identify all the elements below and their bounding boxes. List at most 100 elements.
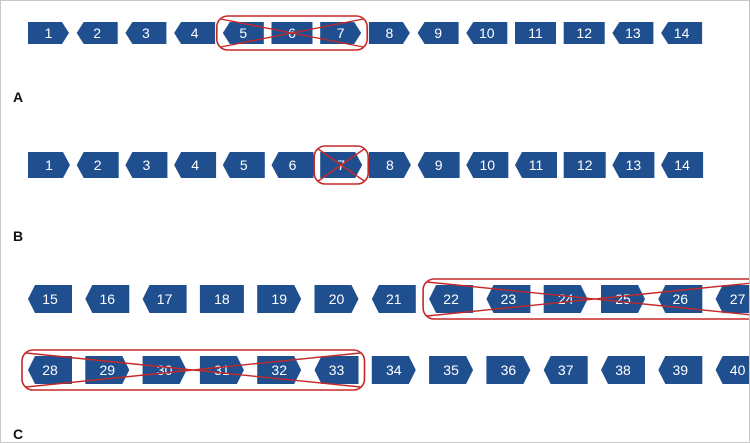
segment-label-19: 19 [271, 291, 287, 307]
segment-label-32: 32 [271, 362, 287, 378]
segment-label-5: 5 [239, 25, 247, 41]
segment-label-16: 16 [100, 291, 116, 307]
segment-40 [715, 356, 749, 384]
segment-label-12: 12 [576, 25, 592, 41]
segment-14 [661, 152, 704, 178]
segment-label-21: 21 [386, 291, 402, 307]
segment-14 [661, 22, 703, 44]
segment-label-13: 13 [626, 157, 642, 173]
segment-label-17: 17 [157, 291, 173, 307]
segment-37 [543, 356, 588, 384]
segment-label-11: 11 [528, 25, 543, 41]
segment-34 [371, 356, 416, 384]
segment-19 [257, 285, 302, 313]
segment-label-33: 33 [329, 362, 345, 378]
segment-9 [417, 152, 460, 178]
deletion-highlight-box [216, 15, 368, 51]
segment-38 [601, 356, 645, 384]
segment-label-12: 12 [577, 157, 593, 173]
segment-28 [28, 356, 72, 384]
segment-label-29: 29 [100, 362, 116, 378]
segment-9 [417, 22, 459, 44]
deletion-cross-line [25, 352, 361, 388]
segment-15 [28, 285, 72, 313]
segment-label-14: 14 [674, 25, 690, 41]
segment-1 [28, 152, 70, 178]
segment-17 [142, 285, 187, 313]
segment-label-4: 4 [191, 157, 199, 173]
segment-3 [125, 152, 168, 178]
segment-label-36: 36 [501, 362, 517, 378]
segment-label-39: 39 [673, 362, 689, 378]
segment-18 [199, 285, 244, 313]
segment-12 [563, 22, 605, 44]
segment-label-7: 7 [337, 25, 345, 41]
segment-31 [199, 356, 244, 384]
segment-label-8: 8 [386, 25, 394, 41]
panel-label-b: B [13, 228, 24, 244]
segment-label-37: 37 [558, 362, 574, 378]
segment-label-3: 3 [143, 157, 151, 173]
segment-label-25: 25 [615, 291, 631, 307]
segment-2 [76, 22, 118, 44]
segment-label-24: 24 [558, 291, 574, 307]
segment-label-34: 34 [386, 362, 402, 378]
segment-10 [466, 22, 508, 44]
segment-label-9: 9 [435, 157, 443, 173]
segment-label-10: 10 [480, 157, 496, 173]
segment-label-20: 20 [329, 291, 345, 307]
segment-16 [85, 285, 130, 313]
segment-8 [368, 22, 410, 44]
segment-35 [429, 356, 474, 384]
segment-label-9: 9 [434, 25, 442, 41]
deletion-cross-line [427, 282, 749, 317]
segment-label-1: 1 [45, 157, 53, 173]
segment-label-2: 2 [94, 157, 102, 173]
segment-11 [515, 22, 556, 44]
deletion-cross-line [220, 18, 364, 48]
segment-25 [601, 285, 645, 313]
segment-7 [320, 22, 362, 44]
segment-5 [222, 152, 265, 178]
segment-13 [612, 152, 655, 178]
segment-label-30: 30 [157, 362, 173, 378]
segment-24 [543, 285, 588, 313]
segment-2 [76, 152, 119, 178]
segment-10 [466, 152, 509, 178]
segment-label-26: 26 [673, 291, 689, 307]
segment-label-31: 31 [214, 362, 230, 378]
segment-label-11: 11 [529, 157, 544, 173]
segment-8 [368, 152, 411, 178]
segment-label-14: 14 [674, 157, 690, 173]
panel-label-c: C [13, 426, 24, 442]
segment-label-6: 6 [289, 157, 297, 173]
segment-label-15: 15 [42, 291, 58, 307]
segment-4 [174, 152, 217, 178]
deletion-highlight-box [422, 278, 749, 320]
segment-label-10: 10 [479, 25, 495, 41]
segment-39 [658, 356, 703, 384]
segment-33 [314, 356, 359, 384]
segment-5 [222, 22, 264, 44]
segment-6 [271, 152, 314, 178]
segment-label-3: 3 [142, 25, 150, 41]
segment-label-13: 13 [625, 25, 641, 41]
segment-label-27: 27 [730, 291, 746, 307]
segment-1 [28, 22, 69, 44]
segment-label-22: 22 [443, 291, 459, 307]
panel-label-a: A [13, 89, 24, 105]
deletion-highlight-box [21, 349, 366, 391]
segment-22 [429, 285, 474, 313]
segment-label-2: 2 [93, 25, 101, 41]
segment-30 [142, 356, 187, 384]
segment-label-1: 1 [45, 25, 53, 41]
segment-13 [612, 22, 654, 44]
segment-label-18: 18 [214, 291, 230, 307]
segment-label-23: 23 [501, 291, 517, 307]
segment-20 [314, 285, 359, 313]
segment-11 [515, 152, 557, 178]
segment-21 [371, 285, 416, 313]
segment-label-35: 35 [443, 362, 459, 378]
